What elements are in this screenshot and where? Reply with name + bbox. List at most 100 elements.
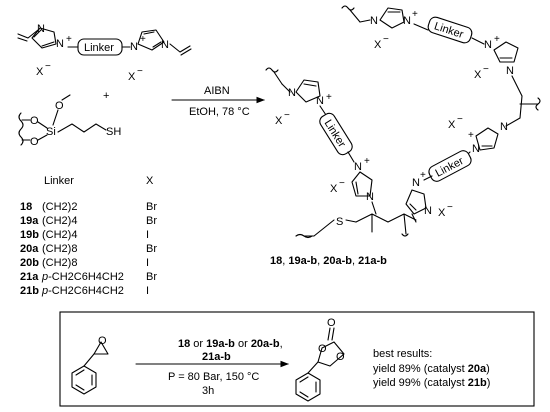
pressure-temperature: P = 80 Bar, 150 °C bbox=[168, 371, 259, 383]
n-atom: N bbox=[288, 87, 296, 99]
o-atom: O bbox=[30, 115, 39, 127]
o-atom: O bbox=[30, 136, 39, 148]
table-row-linker: p-CH2C6H4CH2 bbox=[41, 285, 124, 297]
plus-charge: + bbox=[412, 9, 418, 20]
product-label-20: 20a-b bbox=[323, 255, 352, 267]
n-atom: N bbox=[161, 39, 169, 51]
linker-formula: (CH2)4 bbox=[42, 215, 77, 227]
table-header-x: X bbox=[146, 175, 154, 187]
thiol-group: SH bbox=[106, 126, 121, 138]
yield-line-1: yield 89% (catalyst 20a) bbox=[373, 363, 490, 375]
minus-charge: − bbox=[339, 178, 345, 189]
n-atom: N bbox=[412, 177, 420, 189]
minus-charge: − bbox=[284, 110, 290, 121]
counter-anion: X bbox=[275, 115, 283, 127]
table-row-linker: p-CH2C6H4CH2 bbox=[41, 271, 124, 283]
minus-charge: − bbox=[457, 114, 463, 125]
bis-vinylimidazolium-monomer: N N + X − Linker N + N X − bbox=[17, 23, 192, 83]
plus-charge: + bbox=[468, 130, 474, 141]
grafted-polymer-product: N N + X − Linker N + N X − X − N N + Lin… bbox=[265, 5, 541, 239]
n-atom: N bbox=[316, 95, 324, 107]
minus-charge: − bbox=[383, 34, 389, 45]
table-row-linker: (CH2)2 bbox=[42, 201, 77, 213]
reagent-aibn: AIBN bbox=[204, 85, 230, 97]
table-row-anion: I bbox=[146, 285, 149, 297]
or-text: or bbox=[235, 338, 251, 350]
n-atom: N bbox=[370, 15, 378, 27]
yield-1-text: yield 89% (catalyst bbox=[373, 363, 468, 375]
counter-anion: X bbox=[374, 39, 382, 51]
table-row-anion: Br bbox=[146, 271, 157, 283]
plus-charge: + bbox=[494, 34, 500, 45]
linker-formula: (CH2)8 bbox=[42, 257, 77, 269]
table-row-id: 21a bbox=[20, 271, 39, 283]
table-row-anion: I bbox=[146, 229, 149, 241]
table-row-linker: (CH2)4 bbox=[42, 229, 77, 241]
yield-line-2: yield 99% (catalyst 21b) bbox=[373, 377, 490, 389]
plus-charge: + bbox=[66, 34, 72, 45]
table-row-linker: (CH2)4 bbox=[42, 215, 77, 227]
ring-o: O bbox=[318, 343, 327, 355]
table-row-anion: Br bbox=[146, 201, 157, 213]
product-label-18: 18 bbox=[270, 255, 282, 267]
cycloaddition-box bbox=[59, 311, 535, 407]
table-row-id: 19a bbox=[20, 215, 39, 227]
n-atom: N bbox=[37, 23, 45, 35]
comma: , bbox=[280, 338, 283, 350]
solvent-temperature: EtOH, 78 °C bbox=[189, 106, 250, 118]
table-row-anion: Br bbox=[146, 243, 157, 255]
yield-2-close: ) bbox=[487, 377, 491, 389]
yield-2-catalyst: 21b bbox=[468, 377, 487, 389]
yield-2-text: yield 99% (catalyst bbox=[373, 377, 468, 389]
product-label: 18, 19a-b, 20a-b, 21a-b bbox=[270, 255, 387, 267]
minus-charge: − bbox=[45, 61, 51, 72]
minus-charge: − bbox=[137, 66, 143, 77]
sulfur-atom: S bbox=[336, 216, 343, 228]
n-atom: N bbox=[56, 38, 64, 50]
linker-label: Linker bbox=[84, 42, 114, 54]
linker-formula: -CH2C6H4CH2 bbox=[48, 285, 124, 297]
n-atom: N bbox=[484, 39, 492, 51]
plus-charge: + bbox=[326, 92, 332, 103]
si-atom: Si bbox=[46, 126, 56, 138]
catalyst-line-2: 21a-b bbox=[202, 351, 231, 363]
linker-box bbox=[319, 112, 353, 156]
n-atom: N bbox=[424, 205, 432, 217]
table-row-id: 20a bbox=[20, 243, 39, 255]
ring-o: O bbox=[336, 351, 345, 363]
table-row-linker: (CH2)8 bbox=[42, 243, 77, 255]
catalyst-20: 20a-b bbox=[251, 338, 280, 350]
table-row-anion: Br bbox=[146, 215, 157, 227]
table-row-anion: I bbox=[146, 257, 149, 269]
table-row-id: 19b bbox=[20, 229, 39, 241]
yield-1-close: ) bbox=[486, 363, 490, 375]
counter-anion: X bbox=[330, 183, 338, 195]
linker-formula: (CH2)8 bbox=[42, 243, 77, 255]
minus-charge: − bbox=[447, 202, 453, 213]
best-results-label: best results: bbox=[373, 348, 432, 360]
product-label-19: 19a-b bbox=[288, 255, 317, 267]
linker-formula: -CH2C6H4CH2 bbox=[48, 271, 124, 283]
counter-anion: X bbox=[128, 71, 136, 83]
linker-box bbox=[427, 16, 473, 44]
product-label-sep: , bbox=[282, 255, 288, 267]
plus-charge: + bbox=[364, 156, 370, 167]
n-atom: N bbox=[366, 191, 374, 203]
product-label-sep: , bbox=[317, 255, 323, 267]
yield-1-catalyst: 20a bbox=[468, 363, 487, 375]
n-atom: N bbox=[506, 65, 514, 77]
catalyst-19: 19a-b bbox=[206, 338, 235, 350]
product-label-21: 21a-b bbox=[358, 255, 387, 267]
catalyst-18: 18 bbox=[178, 338, 190, 350]
cyclic-carbonate: O O O bbox=[295, 317, 345, 402]
para-prefix: p bbox=[41, 285, 48, 297]
n-atom: N bbox=[472, 143, 480, 155]
plus-charge: + bbox=[140, 34, 146, 45]
minus-charge: − bbox=[483, 64, 489, 75]
plus-sign: + bbox=[103, 90, 109, 102]
table-row-linker: (CH2)8 bbox=[42, 257, 77, 269]
counter-anion: X bbox=[448, 119, 456, 131]
styrene-oxide: O bbox=[71, 335, 109, 395]
plus-charge: + bbox=[420, 170, 426, 181]
counter-anion: X bbox=[36, 66, 44, 78]
